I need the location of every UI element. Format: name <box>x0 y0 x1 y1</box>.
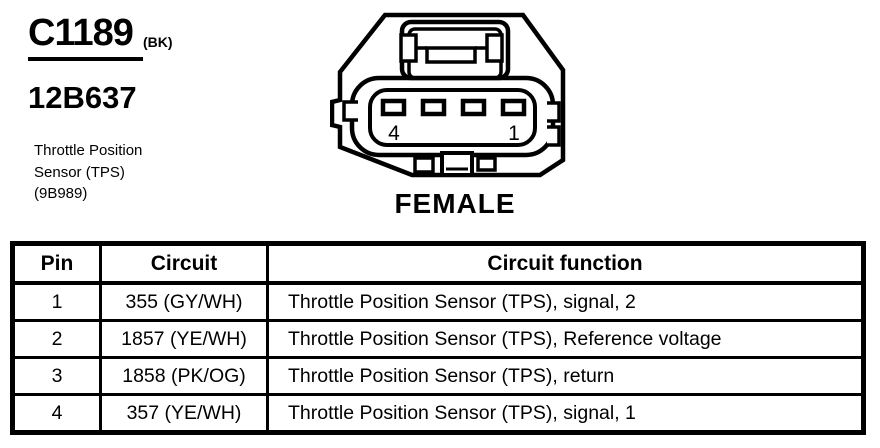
function-cell: Throttle Position Sensor (TPS), Referenc… <box>266 319 865 359</box>
bottom-tab-right <box>476 156 497 172</box>
pin-slot-3 <box>420 98 447 117</box>
gender-label: FEMALE <box>394 188 516 219</box>
connector-id-heading: C1189 <box>28 12 143 61</box>
pin-cell: 2 <box>11 319 102 359</box>
circuit-cell: 1857 (YE/WH) <box>99 319 269 359</box>
circuit-cell: 357 (YE/WH) <box>99 393 269 434</box>
function-cell: Throttle Position Sensor (TPS), return <box>266 356 865 396</box>
circuit-cell: 355 (GY/WH) <box>99 281 269 322</box>
bottom-tab-center <box>440 151 474 177</box>
pin-number-right: 1 <box>508 122 520 145</box>
description-line: (9B989) <box>34 185 88 202</box>
pin-slot-1 <box>500 98 527 117</box>
header-cell-pin: Pin <box>11 242 102 285</box>
description-line: Throttle Position <box>34 142 143 159</box>
pin-cell: 4 <box>11 393 102 434</box>
latch-center-bar <box>425 46 477 64</box>
pin-cell: 3 <box>11 356 102 396</box>
right-key-bump <box>547 125 561 147</box>
description-line: Sensor (TPS) <box>34 163 125 181</box>
pin-slot-4 <box>380 98 407 117</box>
connector-cavity <box>368 88 537 147</box>
table-row: 2 1857 (YE/WH) Throttle Position Sensor … <box>11 319 865 359</box>
header-cell-circuit: Circuit <box>99 242 269 285</box>
left-key-bump <box>342 100 358 122</box>
table-row: 3 1858 (PK/OG) Throttle Position Sensor … <box>11 356 865 396</box>
connector-color-code: (BK) <box>143 34 173 50</box>
right-key-bump <box>547 101 561 123</box>
circuit-cell: 1858 (PK/OG) <box>99 356 269 396</box>
function-cell: Throttle Position Sensor (TPS), signal, … <box>266 393 865 434</box>
pin-slot-2 <box>460 98 487 117</box>
latch-tab-left <box>399 33 418 63</box>
connector-diagram: 4 1 <box>330 8 580 188</box>
pinout-table: Pin Circuit Circuit function 1 355 (GY/W… <box>10 241 866 435</box>
table-header-row: Pin Circuit Circuit function <box>11 242 865 285</box>
function-cell: Throttle Position Sensor (TPS), signal, … <box>266 281 865 322</box>
pin-number-left: 4 <box>388 122 400 145</box>
part-number: 12B637 <box>28 80 137 115</box>
bottom-tab-left <box>413 156 435 174</box>
pin-cell: 1 <box>11 281 102 322</box>
sensor-description: Throttle Position Sensor (TPS) (9B989) <box>34 140 142 205</box>
header-cell-circuit-function: Circuit function <box>266 242 865 285</box>
table-row: 1 355 (GY/WH) Throttle Position Sensor (… <box>11 281 865 322</box>
latch-tab-right <box>485 33 504 63</box>
table-row: 4 357 (YE/WH) Throttle Position Sensor (… <box>11 393 865 434</box>
